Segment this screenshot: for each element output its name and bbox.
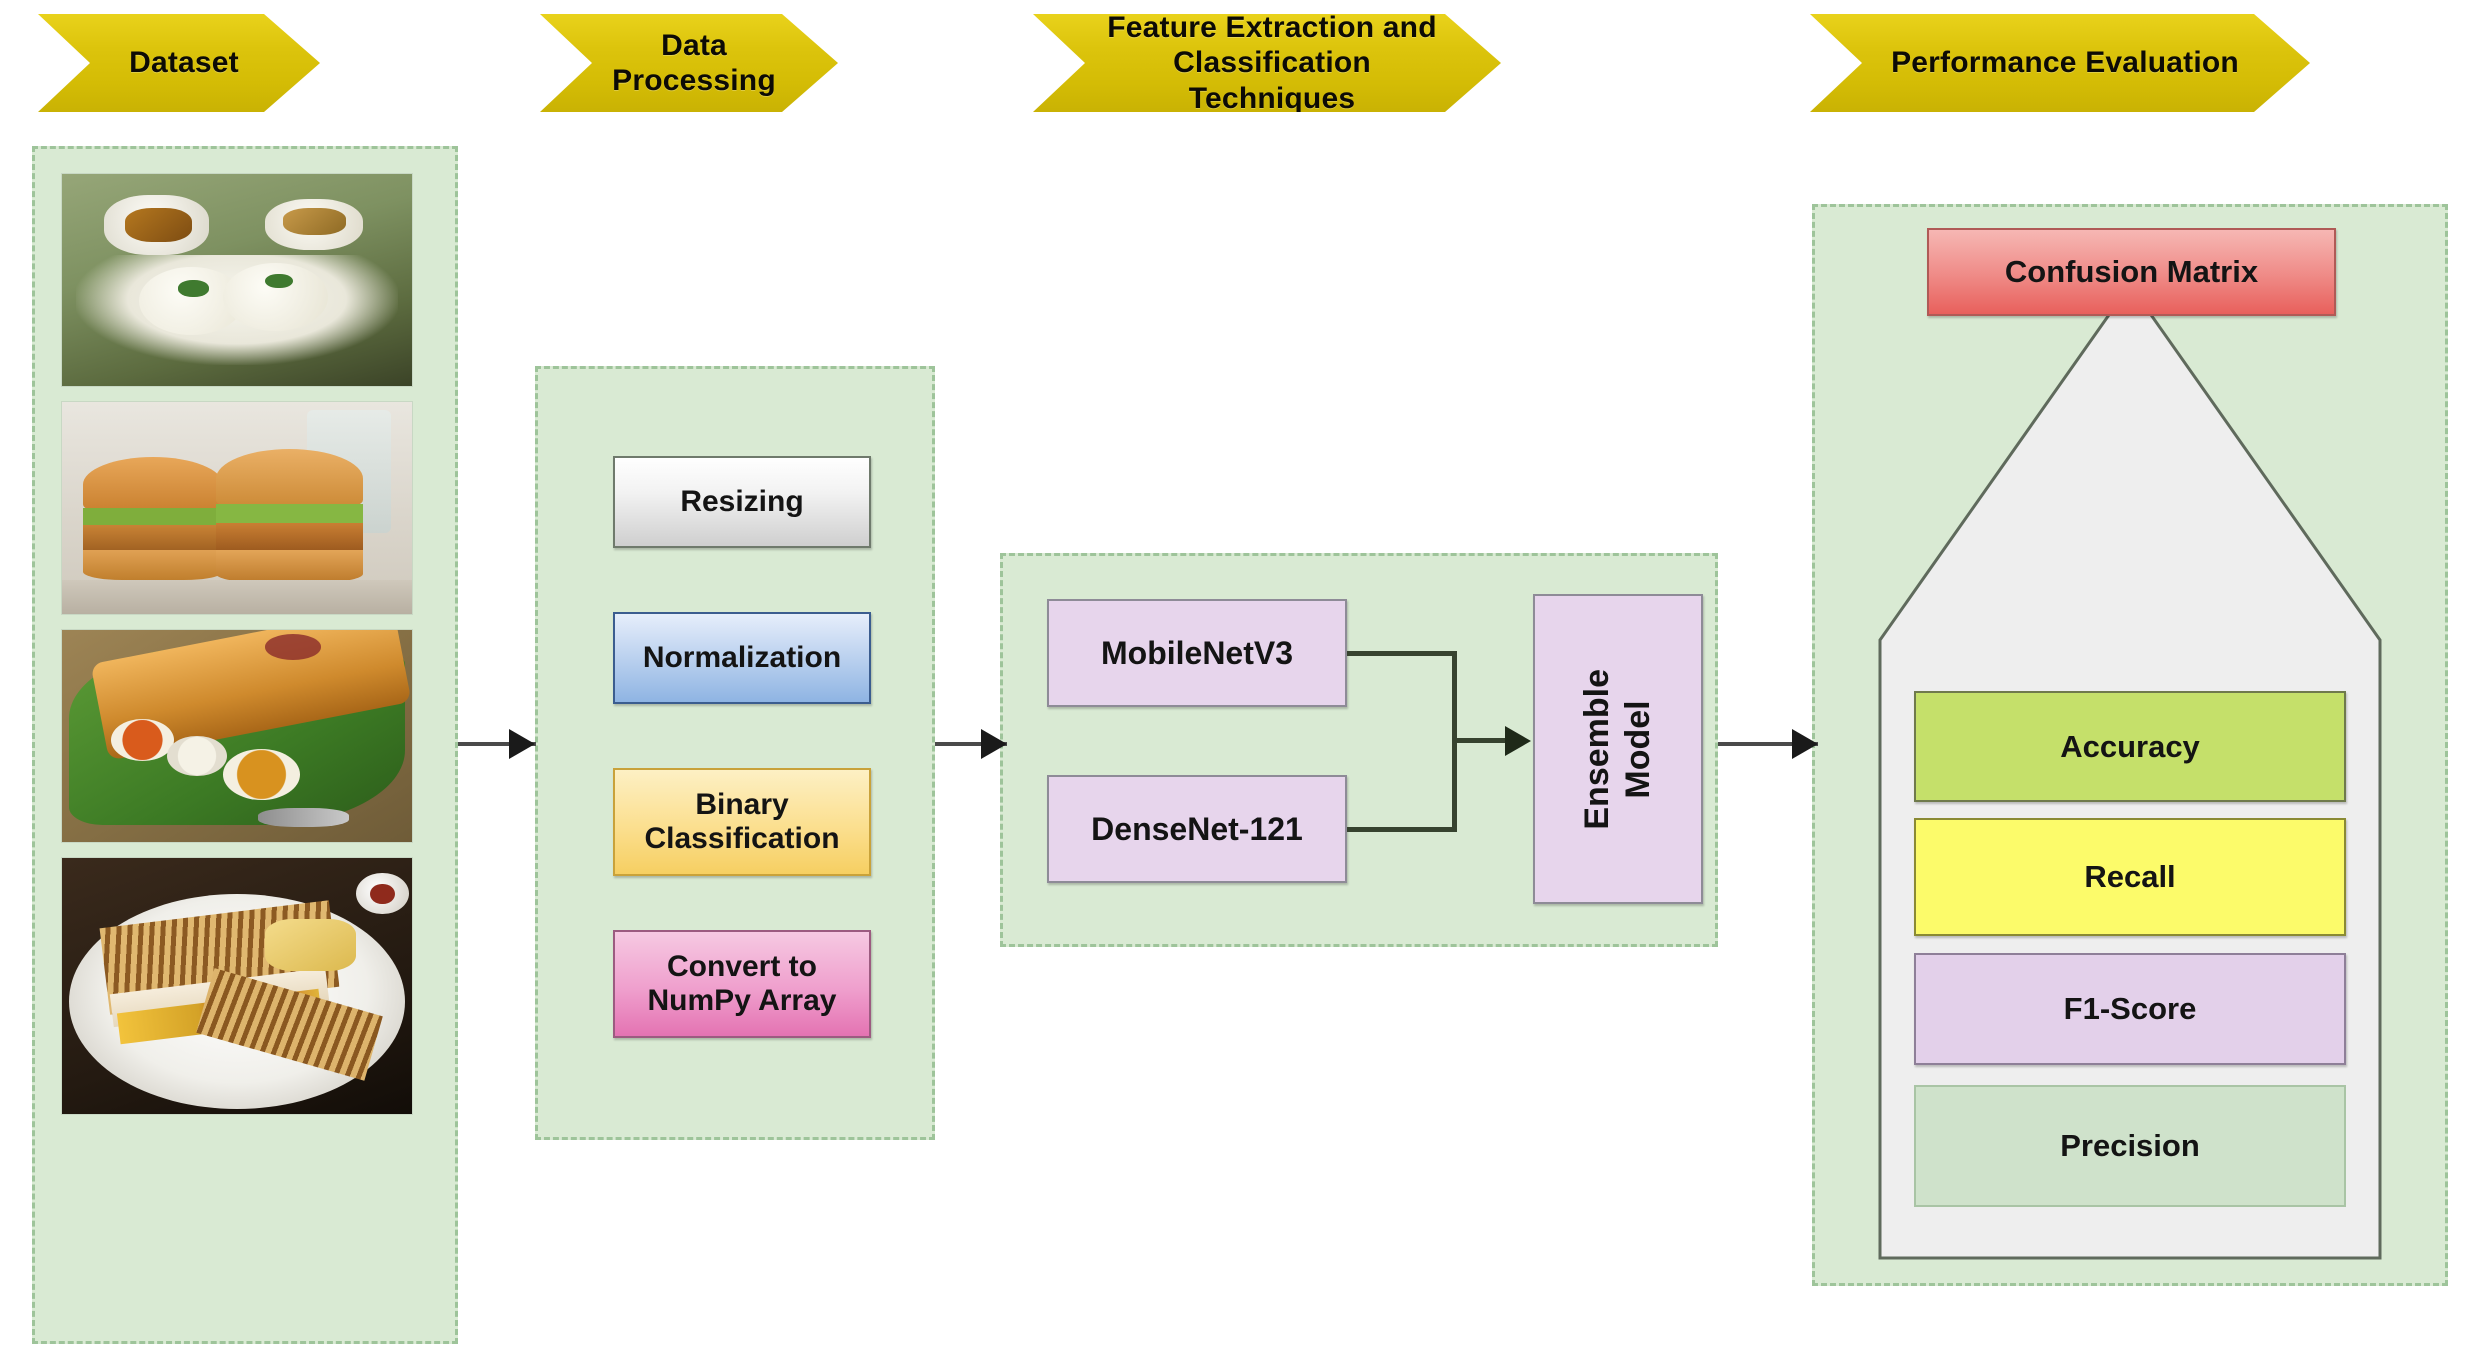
- stage-header-performance-evaluation: Performance Evaluation: [1810, 14, 2310, 112]
- model-mobilenetv3[interactable]: MobileNetV3: [1047, 599, 1347, 707]
- metric-f1-score[interactable]: F1-Score: [1914, 953, 2346, 1065]
- evaluation-house-outline: [1878, 282, 2382, 1260]
- step-resizing[interactable]: Resizing: [613, 456, 871, 548]
- step-normalization[interactable]: Normalization: [613, 612, 871, 704]
- metric-precision[interactable]: Precision: [1914, 1085, 2346, 1207]
- dataset-image-vada-pav: [61, 401, 413, 615]
- flow-arrow-1-line: [458, 742, 536, 746]
- merge-connector-top: [1347, 651, 1457, 656]
- model-ensemble[interactable]: Ensemble Model: [1533, 594, 1703, 904]
- dataset-image-idli: [61, 173, 413, 387]
- step-label: Convert to NumPy Array: [647, 949, 837, 1018]
- stage-header-feature-extraction: Feature Extraction and Classification Te…: [1033, 14, 1501, 112]
- step-label: Resizing: [680, 484, 804, 518]
- dataset-panel: [32, 146, 458, 1344]
- flow-arrow-2-head: [981, 729, 1007, 759]
- flow-arrow-2-line: [935, 742, 1007, 746]
- stage-header-label: Performance Evaluation: [1891, 46, 2239, 80]
- flow-arrow-3-head: [1792, 729, 1818, 759]
- metric-label: F1-Score: [2063, 991, 2197, 1027]
- metric-label: Confusion Matrix: [2004, 254, 2259, 290]
- metric-confusion-matrix[interactable]: Confusion Matrix: [1927, 228, 2336, 316]
- model-densenet-121[interactable]: DenseNet-121: [1047, 775, 1347, 883]
- stage-header-data-processing: Data Processing: [540, 14, 838, 112]
- stage-header-dataset: Dataset: [38, 14, 320, 112]
- merge-connector-arrowhead: [1505, 726, 1531, 756]
- stage-header-label: Data Processing: [612, 28, 776, 97]
- merge-connector-bottom: [1347, 827, 1457, 832]
- ensemble-label: Ensemble Model: [1578, 668, 1657, 830]
- metric-label: Accuracy: [2060, 728, 2200, 764]
- metric-accuracy[interactable]: Accuracy: [1914, 691, 2346, 802]
- merge-connector-stem: [1452, 738, 1508, 743]
- metric-label: Precision: [2060, 1128, 2200, 1164]
- model-label: DenseNet-121: [1091, 810, 1303, 847]
- step-label: Binary Classification: [644, 787, 840, 856]
- stage-header-label: Dataset: [129, 46, 239, 80]
- flow-arrow-1-head: [509, 729, 535, 759]
- flow-arrow-3-line: [1718, 742, 1818, 746]
- metric-recall[interactable]: Recall: [1914, 818, 2346, 936]
- step-label: Normalization: [642, 640, 842, 674]
- stage-header-label: Feature Extraction and Classification Te…: [1107, 10, 1437, 115]
- step-binary-classification[interactable]: Binary Classification: [613, 768, 871, 876]
- step-convert-to-numpy-array[interactable]: Convert to NumPy Array: [613, 930, 871, 1038]
- dataset-image-dosa: [61, 629, 413, 843]
- metric-label: Recall: [2084, 859, 2176, 895]
- dataset-image-sandwich: [61, 857, 413, 1115]
- model-label: MobileNetV3: [1100, 634, 1294, 671]
